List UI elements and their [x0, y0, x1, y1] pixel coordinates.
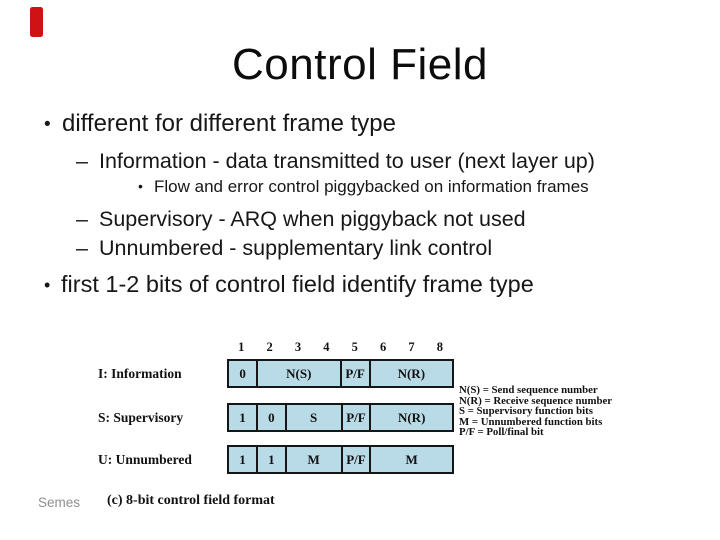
field-cell: N(R) — [369, 405, 452, 430]
legend-line: P/F = Poll/final bit — [459, 426, 544, 439]
bullet-item-first-bits: • first 1-2 bits of control field identif… — [44, 271, 534, 298]
bit-number: 1 — [238, 340, 245, 354]
bullet-icon: • — [44, 275, 51, 295]
subsub-item-text: Flow and error control piggybacked on in… — [154, 177, 589, 196]
bullet-item-frame-type: • different for different frame type — [44, 110, 396, 138]
field-cell: P/F — [339, 361, 369, 386]
sub-item-information: –Information - data transmitted to user … — [76, 149, 595, 174]
bit-number: 8 — [436, 340, 443, 354]
dash-icon: – — [76, 236, 88, 260]
figure-legend: N(S) = Send sequence number N(R) = Recei… — [459, 385, 612, 438]
field-cell: 0 — [255, 405, 285, 430]
row-label-supervisory: S: Supervisory — [98, 410, 184, 425]
footer-text: Semes — [38, 495, 81, 510]
sub-item-text: Unnumbered - supplementary link control — [99, 236, 493, 260]
legend-line: N(S) = Send sequence number — [459, 384, 598, 396]
field-cell: 1 — [229, 405, 256, 430]
bit-number-row: 1 2 3 4 5 6 7 8 — [227, 340, 454, 355]
dash-icon: – — [76, 149, 88, 173]
legend-line: N(R) = Receive sequence number — [459, 394, 613, 407]
bit-number: 5 — [351, 340, 358, 354]
bullet-icon: • — [138, 178, 143, 194]
legend-line: S = Supervisory function bits — [459, 405, 593, 418]
sub-item-unnumbered: –Unnumbered - supplementary link control — [76, 236, 492, 261]
bit-number: 7 — [408, 340, 415, 354]
bit-number: 6 — [379, 340, 387, 354]
table-row-supervisory: 1 0 S P/F N(R) — [227, 403, 454, 432]
table-row-information: 0 N(S) P/F N(R) — [227, 359, 454, 388]
page-title: Control Field — [232, 40, 488, 89]
bit-number: 4 — [323, 340, 330, 354]
field-cell: S — [284, 405, 341, 430]
row-label-unnumbered: U: Unnumbered — [98, 452, 192, 467]
field-cell: 0 — [229, 361, 257, 386]
accent-bar — [30, 7, 43, 37]
figure-caption: (c) 8-bit control field format — [107, 493, 275, 508]
subsub-item-flow-control: • Flow and error control piggybacked on i… — [138, 177, 589, 197]
control-field-figure: 1 2 3 4 5 6 7 8 I: Information 0 N(S) P/… — [88, 336, 653, 518]
sub-item-supervisory: –Supervisory - ARQ when piggyback not us… — [76, 207, 526, 232]
bit-number: 2 — [266, 340, 273, 354]
sub-item-text: Information - data transmitted to user (… — [99, 149, 595, 173]
field-cell: N(S) — [256, 361, 340, 386]
bullet-icon: • — [44, 114, 51, 135]
field-cell: 1 — [255, 447, 285, 472]
bullet-text: first 1-2 bits of control field identify… — [61, 271, 534, 297]
legend-line: M = Unnumbered function bits — [459, 415, 603, 428]
field-cell: M — [369, 447, 452, 472]
table-row-unnumbered: 1 1 M P/F M — [227, 445, 454, 474]
bullet-text: different for different frame type — [62, 110, 396, 137]
field-cell: P/F — [340, 405, 370, 430]
field-cell: N(R) — [368, 361, 452, 386]
dash-icon: – — [76, 207, 88, 231]
row-label-information: I: Information — [98, 366, 182, 381]
sub-item-text: Supervisory - ARQ when piggyback not use… — [99, 207, 526, 231]
field-cell: 1 — [229, 447, 256, 472]
field-cell: M — [284, 447, 341, 472]
field-cell: P/F — [340, 447, 370, 472]
bit-number: 3 — [294, 340, 302, 354]
